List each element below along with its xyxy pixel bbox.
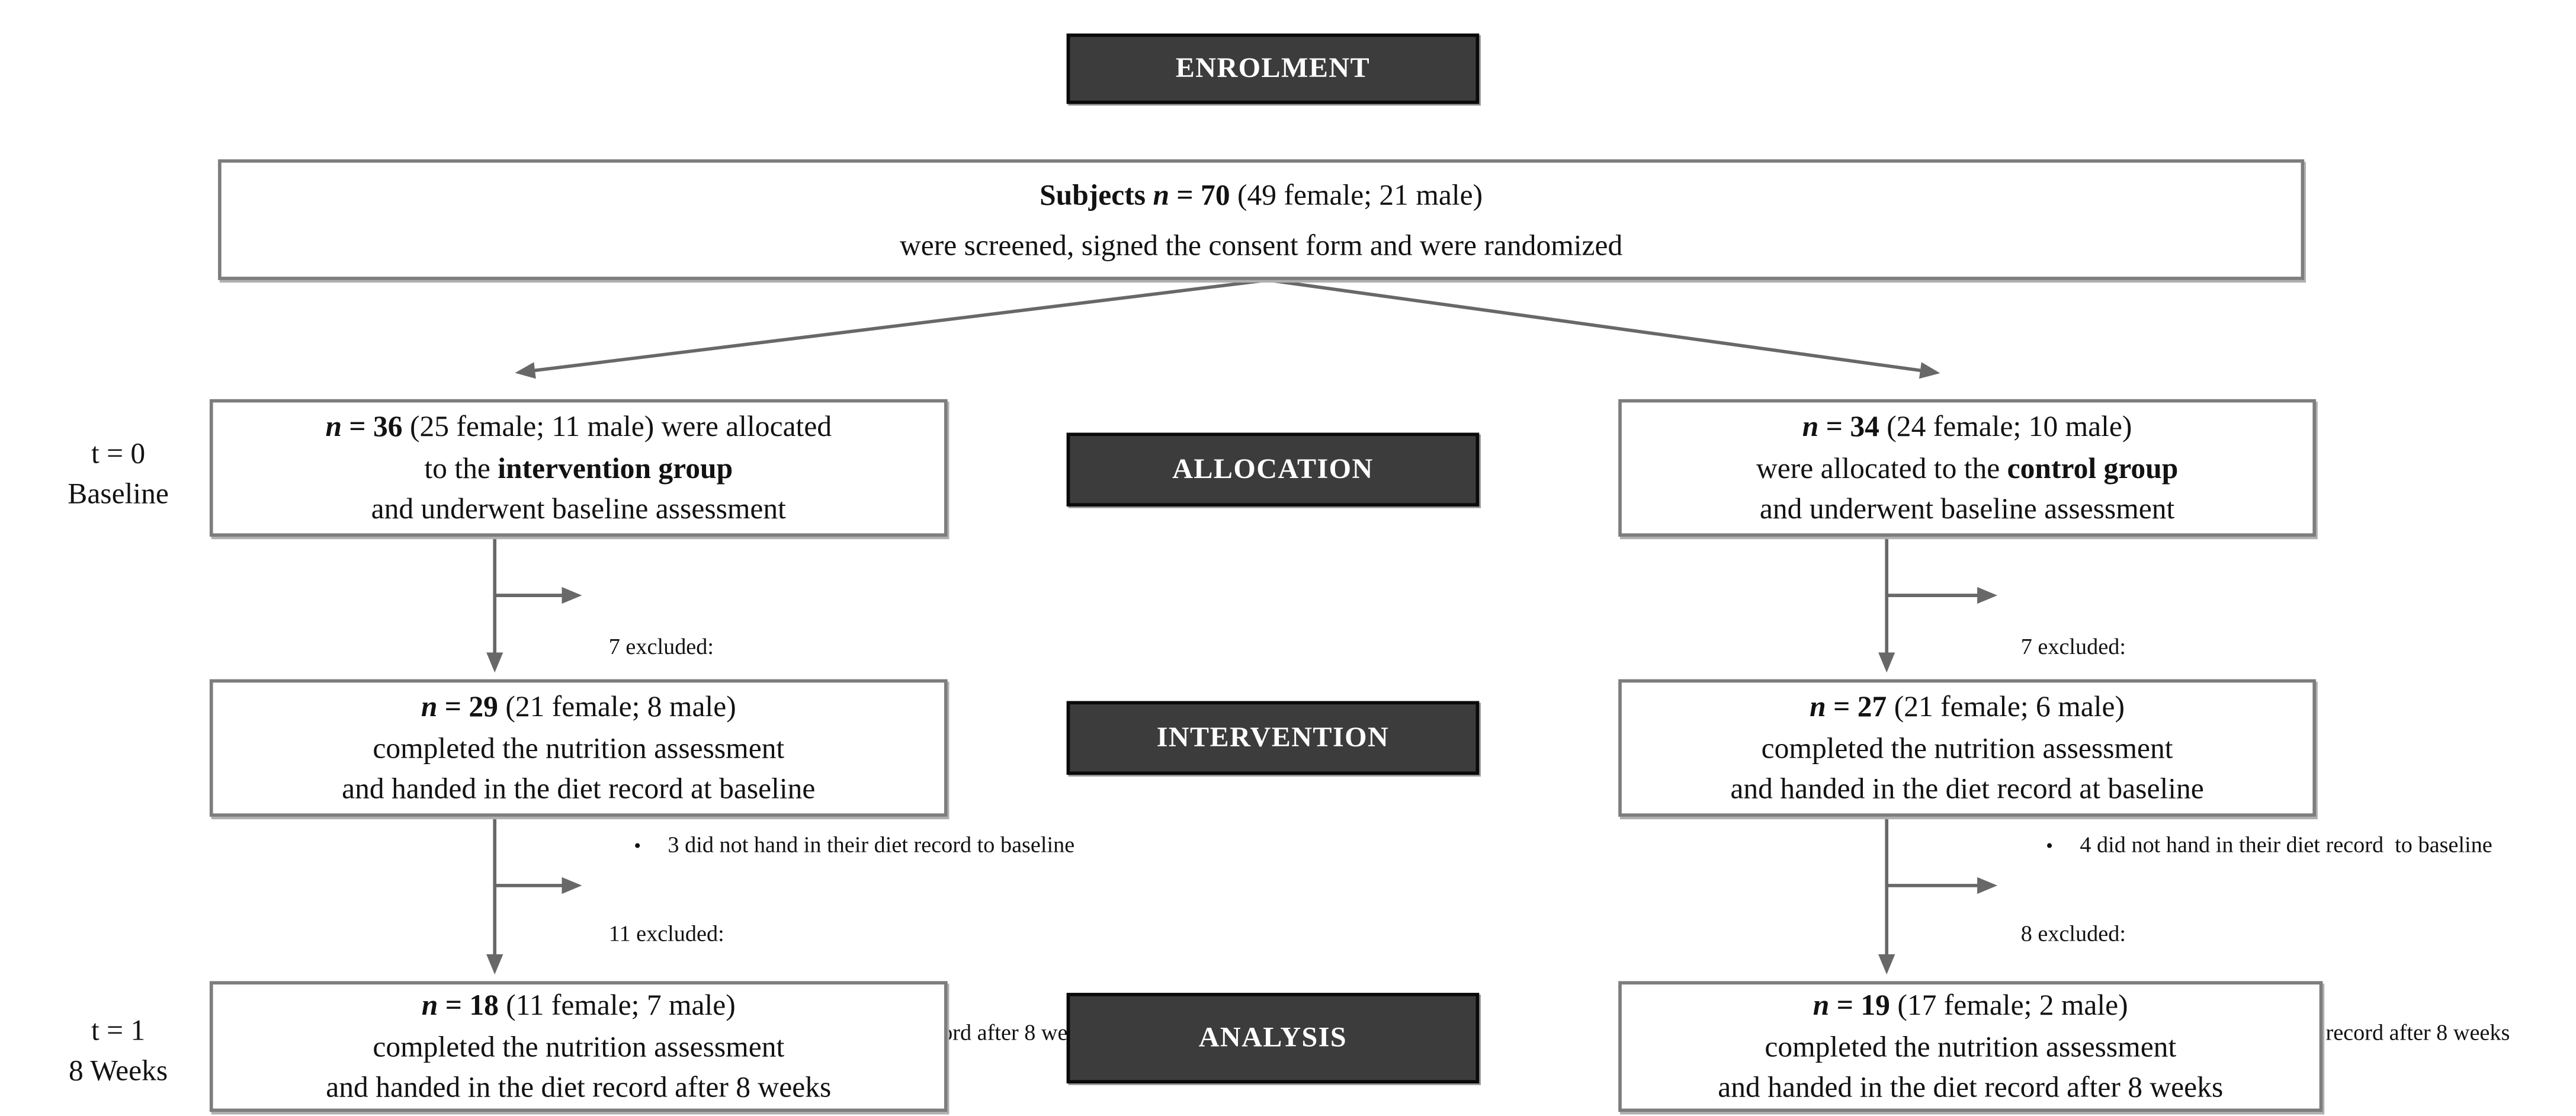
analysis-control-line-1: n = 19 (17 female; 2 male)	[1812, 988, 2128, 1022]
arrow-split-left	[515, 278, 1268, 379]
alloc-intervention-line-1: n = 36 (25 female; 11 male) were allocat…	[325, 409, 832, 444]
analysis-intervention-line-3: and handed in the diet record after 8 we…	[326, 1070, 832, 1104]
exclusions-heading: 8 excluded:	[2020, 921, 2126, 946]
banner-analysis: ANALYSIS	[1066, 993, 1480, 1084]
analysis-intervention-line-1: n = 18 (11 female; 7 male)	[421, 988, 736, 1022]
interv-control-line-3: and handed in the diet record at baselin…	[1730, 772, 2204, 806]
label-t0-line1: t = 0	[91, 436, 146, 470]
subjects-line-1: Subjects n = 70 (49 female; 21 male)	[1040, 178, 1483, 211]
exclusion-bullet-item: • 3 did not hand in their diet record to…	[609, 829, 1280, 863]
alloc-control-line-2: were allocated to the control group	[1756, 450, 2179, 485]
interv-intervention-line-3: and handed in the diet record at baselin…	[342, 772, 816, 806]
label-t0-line2: Baseline	[68, 476, 169, 510]
interv-control-line-1: n = 27 (21 female; 6 male)	[1810, 690, 2125, 723]
box-analysis-intervention-group: n = 18 (11 female; 7 male) completed the…	[209, 981, 948, 1112]
exclusion-bullet-item: • 4 did not hand in their diet record to…	[2021, 829, 2574, 863]
alloc-intervention-line-3: and underwent baseline assessment	[371, 492, 786, 525]
alloc-control-line-1: n = 34 (24 female; 10 male)	[1802, 409, 2132, 444]
box-subjects: Subjects n = 70 (49 female; 21 male) wer…	[218, 159, 2305, 280]
arrow-split-right	[1268, 278, 1940, 379]
banner-enrolment: ENROLMENT	[1066, 33, 1480, 104]
exclusions-heading: 7 excluded:	[2020, 634, 2126, 659]
bullet-icon: •	[2046, 833, 2054, 857]
interv-intervention-line-2: completed the nutrition assessment	[373, 730, 785, 765]
label-t1-line1: t = 1	[91, 1013, 146, 1047]
interv-intervention-line-1: n = 29 (21 female; 8 male)	[421, 690, 736, 723]
box-intervention-intervention-group: n = 29 (21 female; 8 male) completed the…	[209, 679, 948, 817]
label-t1-line2: 8 Weeks	[69, 1053, 168, 1087]
subjects-line-2: were screened, signed the consent form a…	[899, 228, 1623, 262]
alloc-intervention-line-2: to the intervention group	[424, 450, 733, 485]
analysis-control-line-3: and handed in the diet record after 8 we…	[1718, 1070, 2224, 1104]
box-allocation-intervention-group: n = 36 (25 female; 11 male) were allocat…	[209, 399, 948, 537]
analysis-intervention-line-2: completed the nutrition assessment	[373, 1029, 785, 1063]
analysis-control-line-2: completed the nutrition assessment	[1765, 1029, 2177, 1063]
interv-control-line-2: completed the nutrition assessment	[1761, 730, 2173, 765]
banner-intervention: INTERVENTION	[1066, 701, 1480, 775]
box-allocation-control-group: n = 34 (24 female; 10 male) were allocat…	[1618, 399, 2317, 537]
banner-allocation: ALLOCATION	[1066, 432, 1480, 507]
exclusions-heading: 7 excluded:	[608, 634, 714, 659]
label-t0-baseline: t = 0 Baseline	[14, 432, 223, 513]
label-t1-8weeks: t = 1 8 Weeks	[14, 1009, 223, 1090]
exclusions-heading: 11 excluded:	[608, 921, 724, 946]
box-intervention-control-group: n = 27 (21 female; 6 male) completed the…	[1618, 679, 2317, 817]
box-analysis-control-group: n = 19 (17 female; 2 male) completed the…	[1618, 981, 2323, 1112]
bullet-icon: •	[634, 833, 641, 857]
alloc-control-line-3: and underwent baseline assessment	[1759, 492, 2175, 525]
